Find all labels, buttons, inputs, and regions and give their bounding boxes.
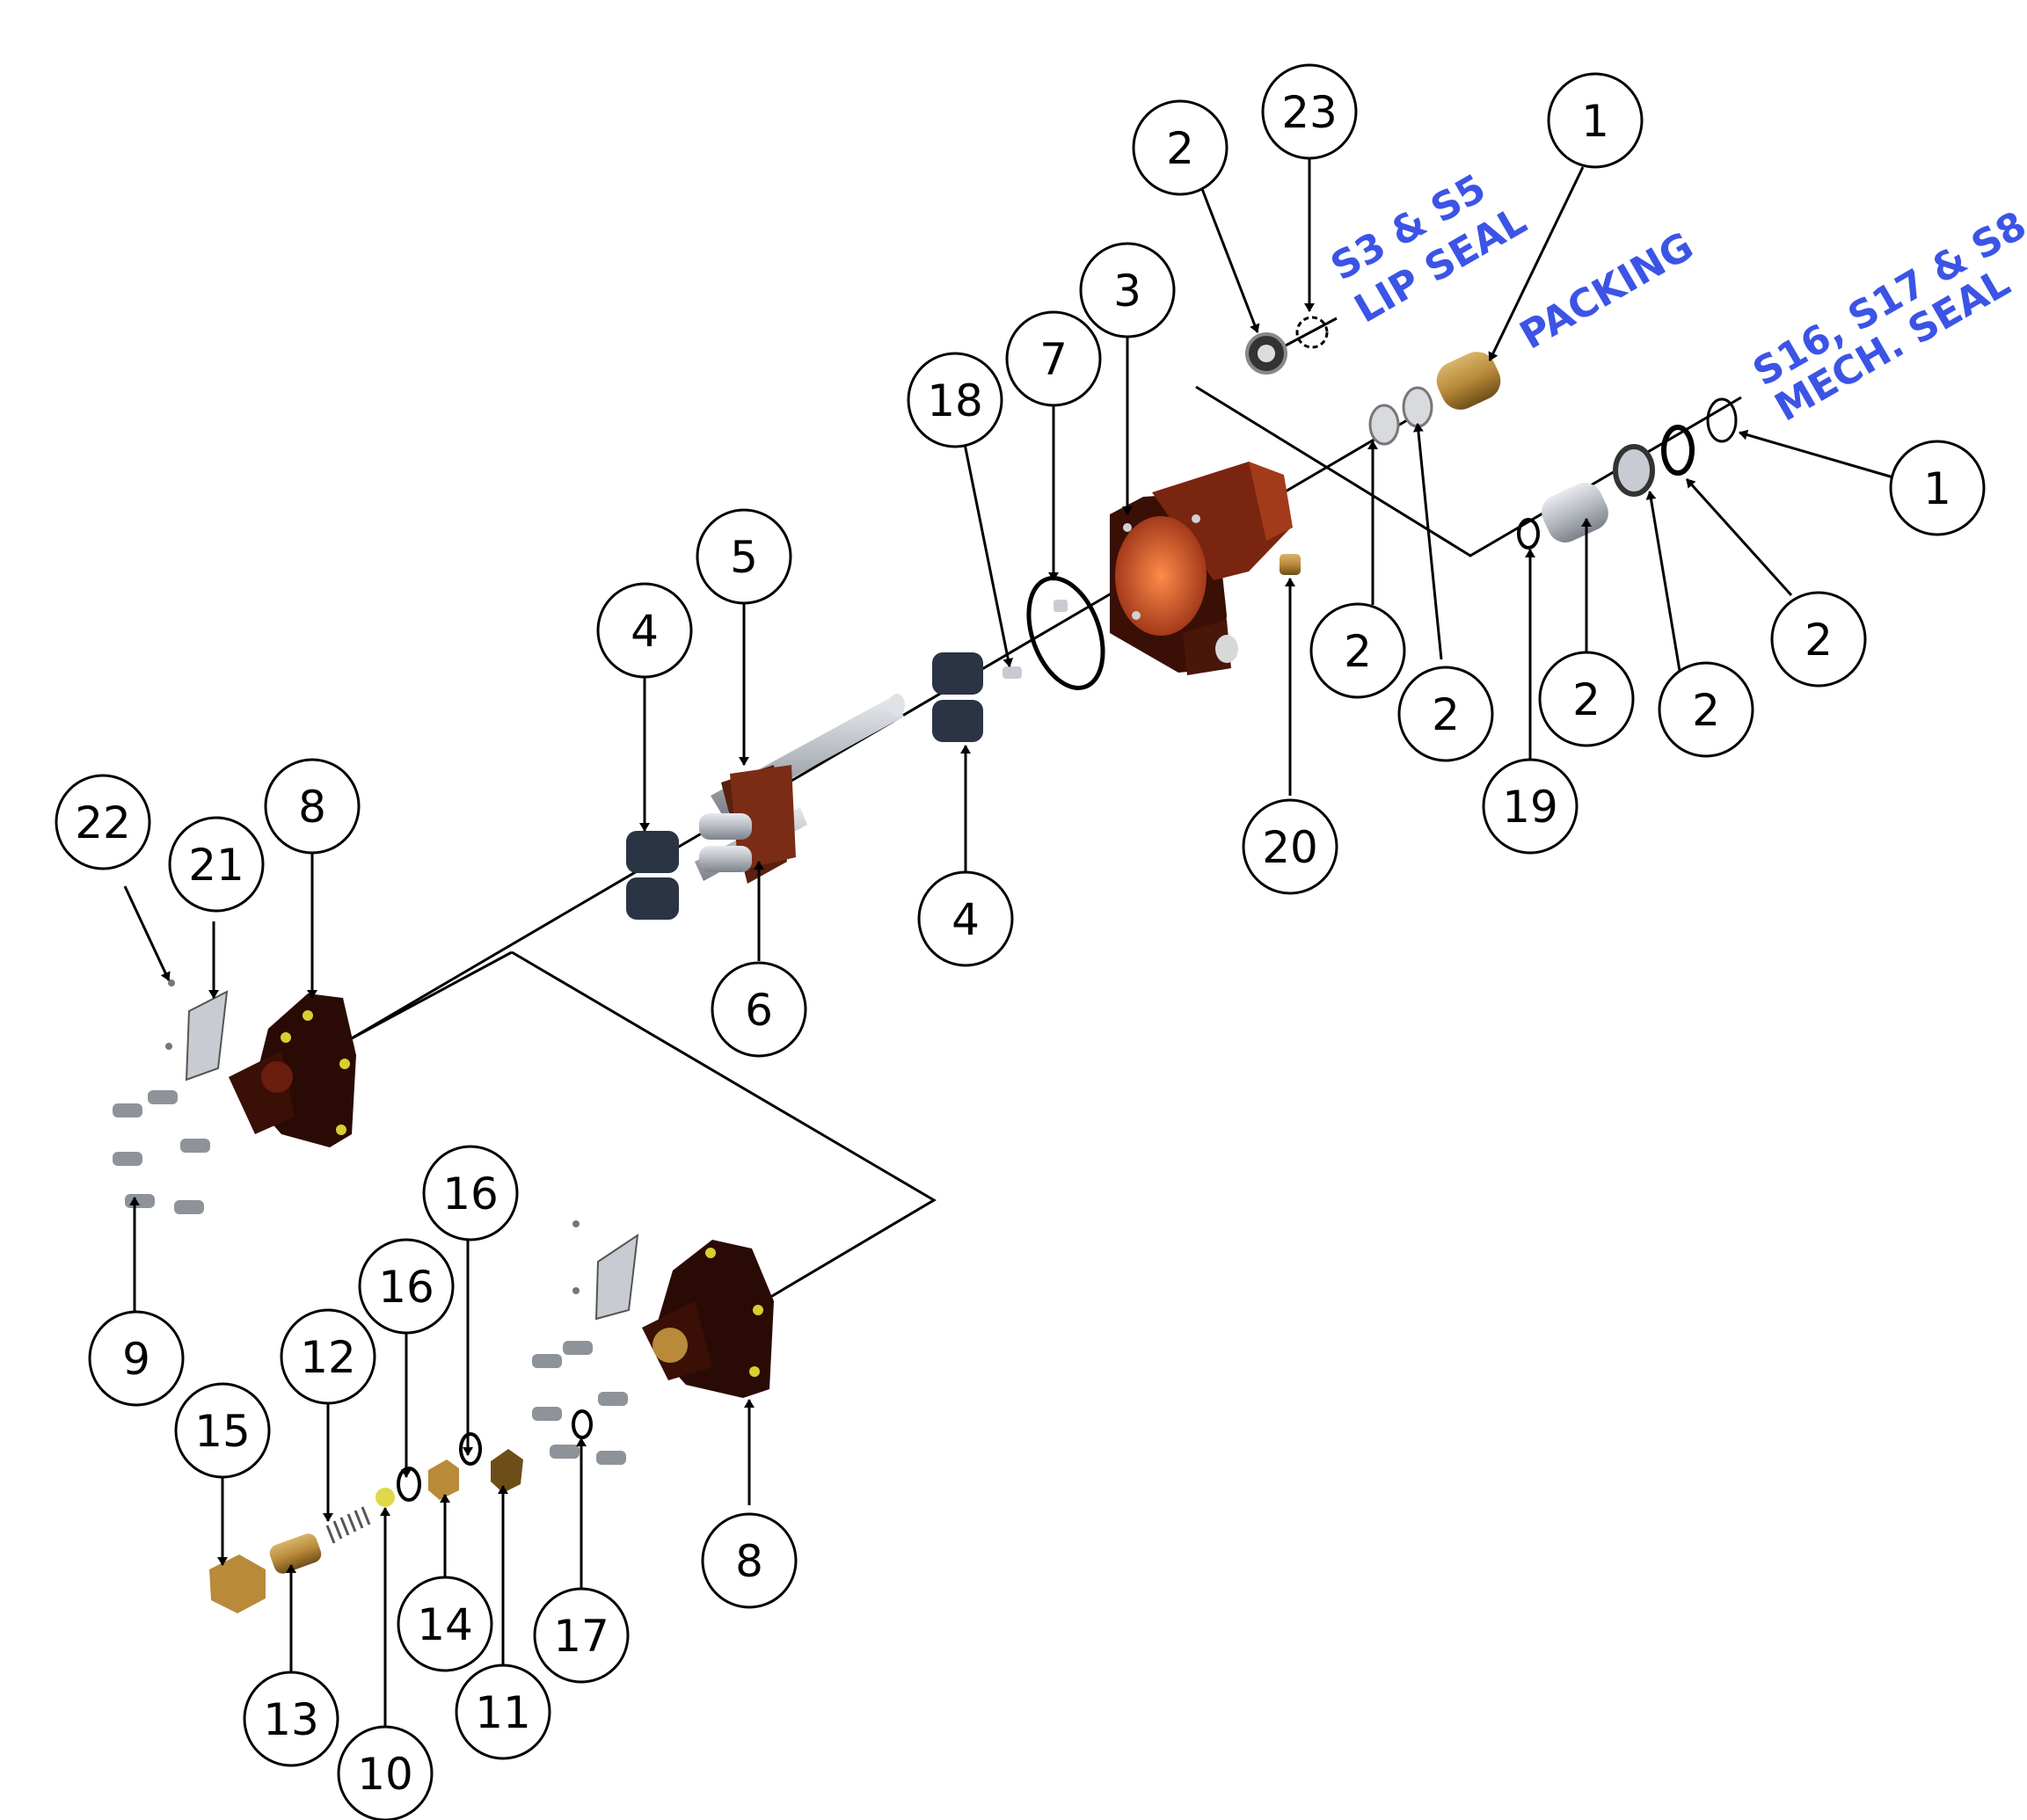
callout-1-mech-seal: 1 bbox=[1889, 440, 1986, 536]
callout-2-packing-washer: 2 bbox=[1309, 602, 1406, 699]
svg-text:14: 14 bbox=[417, 1599, 473, 1650]
callout-8-upper: 8 bbox=[264, 758, 361, 855]
svg-text:13: 13 bbox=[263, 1694, 319, 1745]
callout-21: 21 bbox=[168, 816, 265, 913]
callout-4-front: 4 bbox=[917, 870, 1014, 967]
svg-text:8: 8 bbox=[298, 782, 326, 833]
svg-text:5: 5 bbox=[730, 532, 758, 583]
callout-22: 22 bbox=[55, 774, 151, 870]
callout-14: 14 bbox=[397, 1576, 493, 1672]
housing-o-ring bbox=[1026, 576, 1105, 690]
svg-text:8: 8 bbox=[735, 1536, 763, 1587]
svg-text:9: 9 bbox=[122, 1334, 150, 1385]
svg-text:4: 4 bbox=[631, 606, 659, 657]
end-plate bbox=[229, 994, 356, 1147]
callout-2-lip-seal: 2 bbox=[1132, 99, 1229, 196]
callout-5: 5 bbox=[696, 508, 792, 605]
mech-seal-parts bbox=[1517, 397, 1738, 550]
relief-valve-parts bbox=[209, 1409, 593, 1613]
svg-text:6: 6 bbox=[745, 985, 773, 1036]
svg-text:2: 2 bbox=[1692, 685, 1720, 736]
packing-parts bbox=[1368, 352, 1501, 446]
svg-text:12: 12 bbox=[300, 1332, 356, 1383]
lower-cap-screws bbox=[532, 1341, 628, 1465]
svg-text:17: 17 bbox=[553, 1611, 609, 1662]
callout-1-packing: 1 bbox=[1547, 72, 1644, 169]
callout-8-lower: 8 bbox=[701, 1512, 798, 1609]
svg-text:10: 10 bbox=[357, 1749, 413, 1800]
callout-23: 23 bbox=[1261, 63, 1358, 160]
svg-text:7: 7 bbox=[1039, 334, 1068, 385]
svg-text:2: 2 bbox=[1166, 123, 1194, 174]
callout-2-mech-collar: 2 bbox=[1538, 651, 1635, 747]
svg-text:2: 2 bbox=[1805, 615, 1833, 666]
callout-18: 18 bbox=[907, 352, 1003, 448]
callout-balloons: 23 2 1 3 7 18 5 4 4 6 20 1 2 2 2 2 2 19 … bbox=[55, 63, 1986, 1820]
callout-19: 19 bbox=[1482, 758, 1579, 855]
dowel-pin bbox=[1003, 666, 1022, 679]
lip-seal-parts bbox=[1245, 316, 1329, 375]
pump-housing bbox=[1110, 462, 1293, 675]
callout-2-mech-washer: 2 bbox=[1770, 591, 1867, 688]
gear-shafts bbox=[695, 694, 905, 884]
nameplate bbox=[165, 979, 229, 1081]
callout-4-rear: 4 bbox=[596, 582, 693, 679]
svg-text:2: 2 bbox=[1572, 674, 1600, 725]
callout-17: 17 bbox=[533, 1587, 630, 1684]
variant-labels: S3 & S5 LIP SEAL PACKING S16, S17 & S8 M… bbox=[1323, 166, 2027, 431]
callout-20: 20 bbox=[1242, 798, 1338, 895]
callout-15: 15 bbox=[174, 1382, 271, 1479]
callout-6: 6 bbox=[711, 961, 807, 1058]
svg-text:19: 19 bbox=[1502, 782, 1558, 833]
callout-16-right: 16 bbox=[422, 1145, 519, 1241]
callout-2-mech-seat: 2 bbox=[1658, 661, 1754, 758]
callout-10: 10 bbox=[337, 1725, 434, 1820]
svg-text:11: 11 bbox=[475, 1687, 531, 1738]
svg-text:22: 22 bbox=[75, 797, 131, 848]
svg-text:4: 4 bbox=[952, 894, 980, 945]
svg-text:16: 16 bbox=[378, 1262, 434, 1313]
svg-text:15: 15 bbox=[194, 1406, 251, 1457]
svg-text:1: 1 bbox=[1581, 96, 1609, 147]
callout-3: 3 bbox=[1079, 242, 1176, 339]
lower-nameplate bbox=[572, 1220, 639, 1321]
svg-text:16: 16 bbox=[442, 1168, 499, 1219]
svg-text:3: 3 bbox=[1113, 266, 1141, 317]
packing-label: PACKING bbox=[1513, 223, 1701, 358]
cap-screws bbox=[113, 1090, 210, 1214]
callout-12: 12 bbox=[280, 1308, 376, 1405]
rear-bushings bbox=[626, 831, 679, 920]
callout-7: 7 bbox=[1005, 310, 1102, 407]
svg-text:2: 2 bbox=[1344, 626, 1372, 677]
svg-text:20: 20 bbox=[1262, 822, 1318, 873]
svg-text:18: 18 bbox=[927, 375, 983, 426]
end-plate-with-relief bbox=[642, 1240, 774, 1398]
leader-lines bbox=[123, 158, 1894, 1741]
pipe-plug bbox=[1280, 554, 1301, 575]
svg-text:21: 21 bbox=[188, 840, 244, 891]
callout-16-left: 16 bbox=[358, 1238, 455, 1335]
svg-text:2: 2 bbox=[1432, 689, 1460, 740]
callout-2-packing-gland: 2 bbox=[1397, 666, 1494, 762]
svg-text:1: 1 bbox=[1923, 463, 1951, 514]
svg-text:23: 23 bbox=[1281, 87, 1338, 138]
front-bushings bbox=[932, 652, 983, 742]
callout-9: 9 bbox=[88, 1310, 185, 1407]
callout-13: 13 bbox=[243, 1671, 339, 1767]
callout-11: 11 bbox=[455, 1663, 551, 1760]
